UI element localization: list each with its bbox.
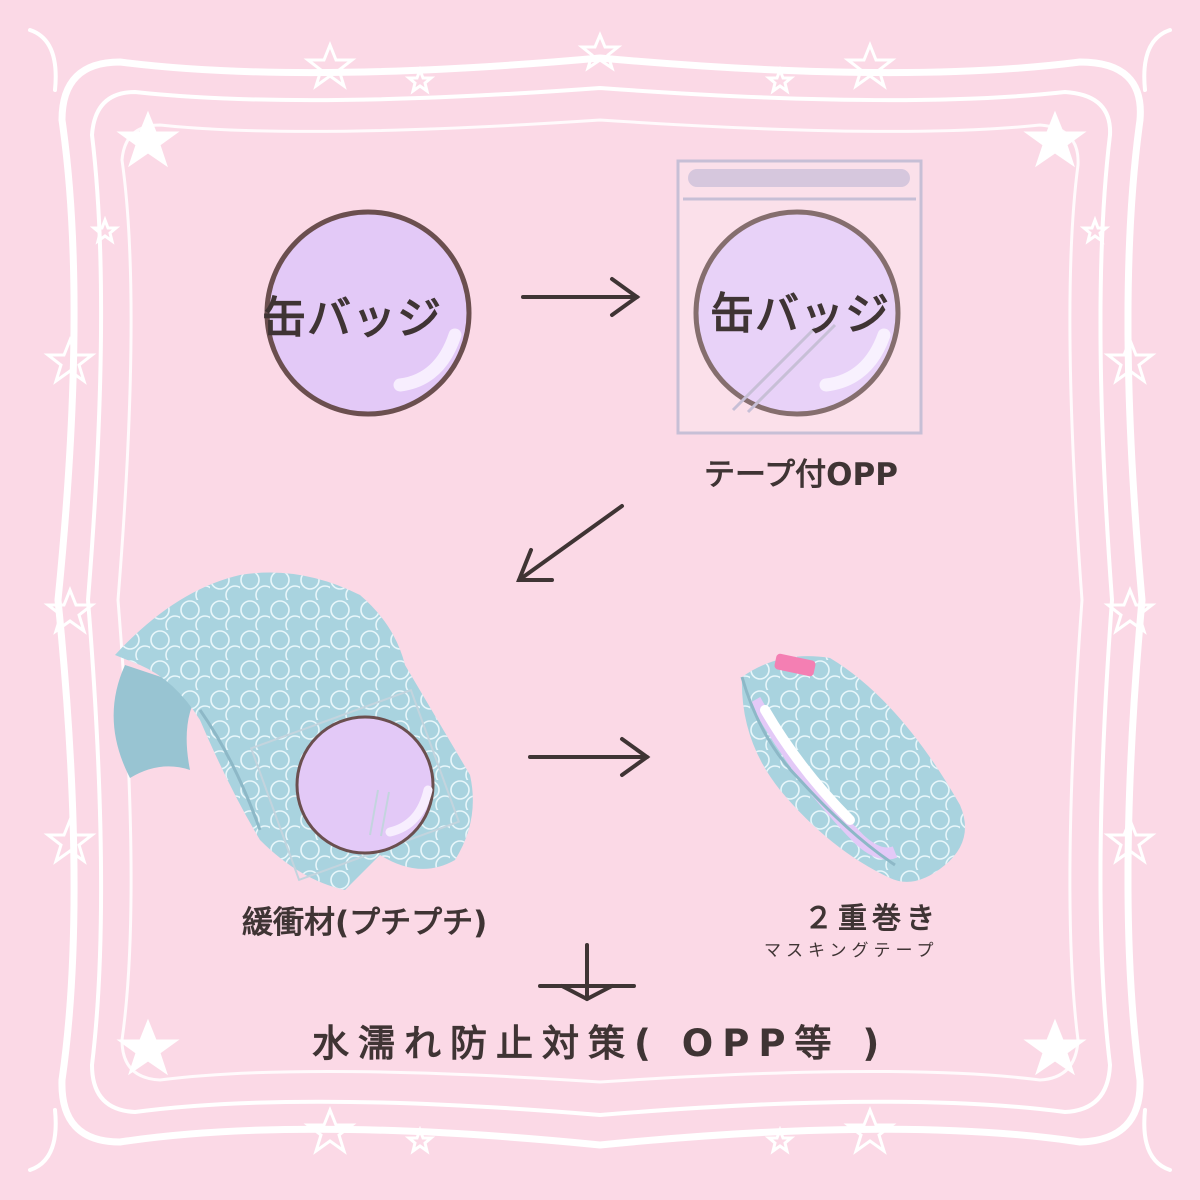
star-icon bbox=[404, 1125, 436, 1155]
star-icon bbox=[843, 40, 897, 90]
star-icon bbox=[43, 335, 97, 385]
star-icon bbox=[303, 1105, 357, 1155]
masking-tape-caption: マスキングテープ bbox=[764, 941, 939, 961]
star-icon bbox=[764, 65, 796, 95]
star-icon bbox=[1079, 215, 1111, 245]
star-icon bbox=[43, 815, 97, 865]
star-icon bbox=[843, 1105, 897, 1155]
star-icon bbox=[1023, 110, 1087, 168]
bubble-wrap-caption: 緩衝材(プチプチ) bbox=[242, 905, 488, 941]
arrow-down-icon bbox=[538, 943, 636, 1002]
waterproof-caption: 水濡れ防止対策( OPP等 ) bbox=[312, 1022, 889, 1065]
opp-bag-caption: テープ付OPP bbox=[704, 457, 898, 493]
bubble-wrap-illustration bbox=[113, 572, 473, 890]
star-icon bbox=[764, 1125, 796, 1155]
star-icon bbox=[89, 215, 121, 245]
can-badge-illustration bbox=[264, 209, 472, 417]
arrow-down-left-icon bbox=[516, 504, 624, 582]
arrow-right-icon bbox=[528, 737, 651, 777]
star-icon bbox=[43, 585, 97, 635]
opp-bag-illustration bbox=[676, 159, 923, 435]
double-wrap-caption: ２重巻き bbox=[804, 901, 941, 935]
badge-label-in-bag: 缶バッジ bbox=[710, 289, 890, 340]
star-icon bbox=[1023, 1018, 1087, 1076]
star-icon bbox=[116, 1018, 180, 1076]
star-icon bbox=[1103, 815, 1157, 865]
badge-label: 缶バッジ bbox=[262, 293, 442, 344]
double-wrap-illustration bbox=[740, 653, 965, 882]
star-icon bbox=[303, 40, 357, 90]
star-icon bbox=[577, 31, 623, 72]
arrow-right-icon bbox=[521, 277, 641, 317]
star-icon bbox=[116, 110, 180, 168]
star-icon bbox=[1103, 335, 1157, 385]
decorative-stars bbox=[43, 31, 1157, 1155]
star-icon bbox=[1103, 585, 1157, 635]
ornate-frame bbox=[28, 28, 1172, 1172]
star-icon bbox=[404, 65, 436, 95]
